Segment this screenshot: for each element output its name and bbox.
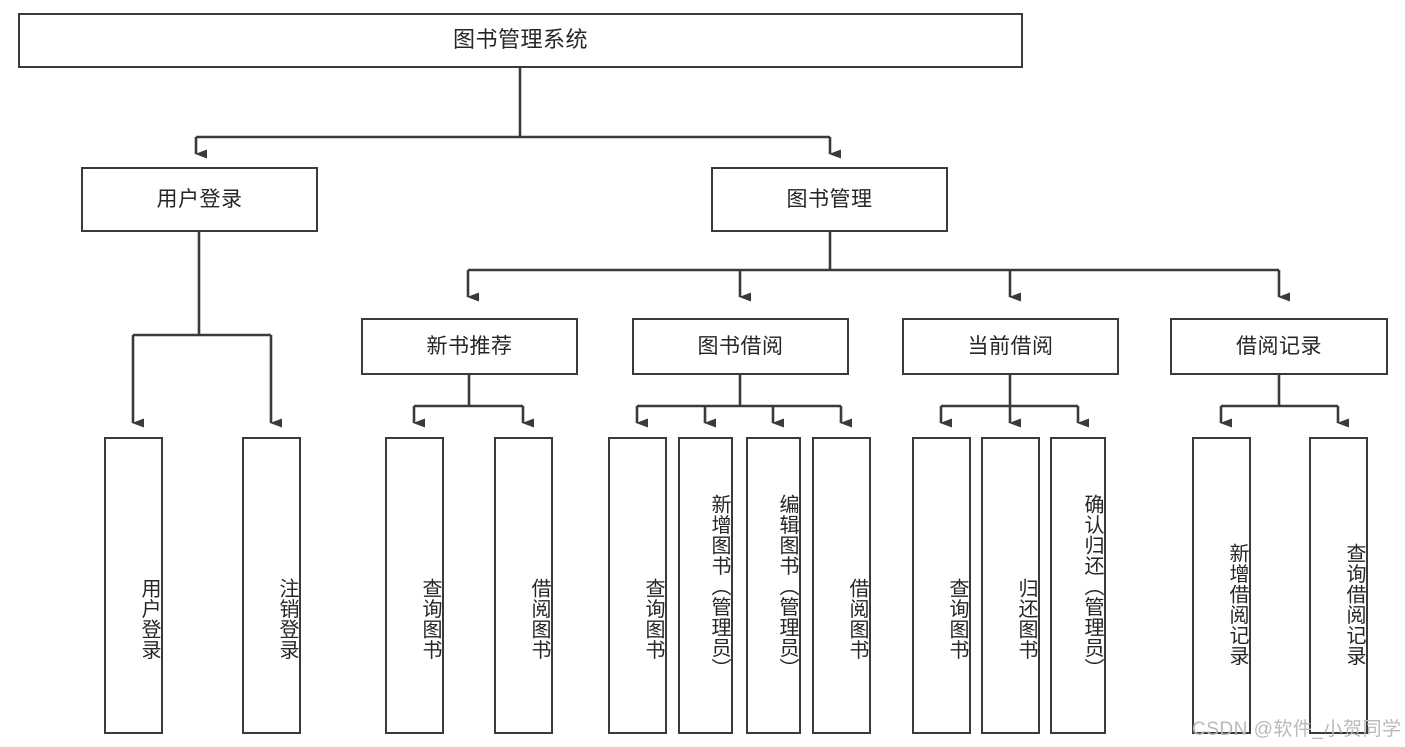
node-current-borrow[interactable]: 当前借阅 [902, 318, 1119, 375]
leaf-query-book-borrow[interactable]: 查询图书 [608, 437, 667, 734]
node-label: 用户登录 [156, 187, 243, 211]
node-root-system[interactable]: 图书管理系统 [18, 13, 1023, 68]
leaf-return-book[interactable]: 归还图书 [981, 437, 1040, 734]
node-label: 借阅图书 [846, 577, 868, 660]
node-label: 查询图书 [419, 577, 441, 660]
node-label: 新增借阅记录 [1226, 543, 1248, 666]
node-label: 编辑图书（管理员） [776, 494, 798, 679]
node-new-book-recommend[interactable]: 新书推荐 [361, 318, 578, 375]
node-label: 图书管理 [786, 187, 873, 211]
node-label: 查询图书 [642, 577, 664, 660]
leaf-borrow-book-recommend[interactable]: 借阅图书 [494, 437, 553, 734]
leaf-add-borrow-record[interactable]: 新增借阅记录 [1192, 437, 1251, 734]
node-label: 归还图书 [1015, 577, 1037, 660]
node-book-borrow[interactable]: 图书借阅 [632, 318, 849, 375]
node-label: 新增图书（管理员） [708, 494, 730, 679]
leaf-edit-book-admin[interactable]: 编辑图书（管理员） [746, 437, 801, 734]
leaf-borrow-book[interactable]: 借阅图书 [812, 437, 871, 734]
node-label: 借阅图书 [528, 577, 550, 660]
leaf-query-borrow-record[interactable]: 查询借阅记录 [1309, 437, 1368, 734]
leaf-user-login[interactable]: 用户登录 [104, 437, 163, 734]
node-label: 图书管理系统 [452, 27, 588, 53]
node-borrow-record[interactable]: 借阅记录 [1170, 318, 1388, 375]
node-label: 注销登录 [276, 577, 298, 660]
csdn-watermark: CSDN @软件_小贺同学 [1192, 719, 1402, 740]
node-label: 借阅记录 [1236, 334, 1322, 358]
node-label: 图书借阅 [697, 334, 784, 358]
node-book-management[interactable]: 图书管理 [711, 167, 948, 232]
leaf-add-book-admin[interactable]: 新增图书（管理员） [678, 437, 733, 734]
node-user-login[interactable]: 用户登录 [81, 167, 318, 232]
node-label: 查询图书 [946, 577, 968, 660]
leaf-user-logout[interactable]: 注销登录 [242, 437, 301, 734]
node-label: 新书推荐 [426, 334, 513, 358]
leaf-query-book-current[interactable]: 查询图书 [912, 437, 971, 734]
leaf-query-book-recommend[interactable]: 查询图书 [385, 437, 444, 734]
node-label: 确认归还（管理员） [1081, 494, 1103, 679]
node-label: 用户登录 [138, 577, 160, 660]
node-label: 当前借阅 [967, 334, 1054, 358]
node-label: 查询借阅记录 [1343, 543, 1365, 666]
leaf-confirm-return-admin[interactable]: 确认归还（管理员） [1050, 437, 1106, 734]
